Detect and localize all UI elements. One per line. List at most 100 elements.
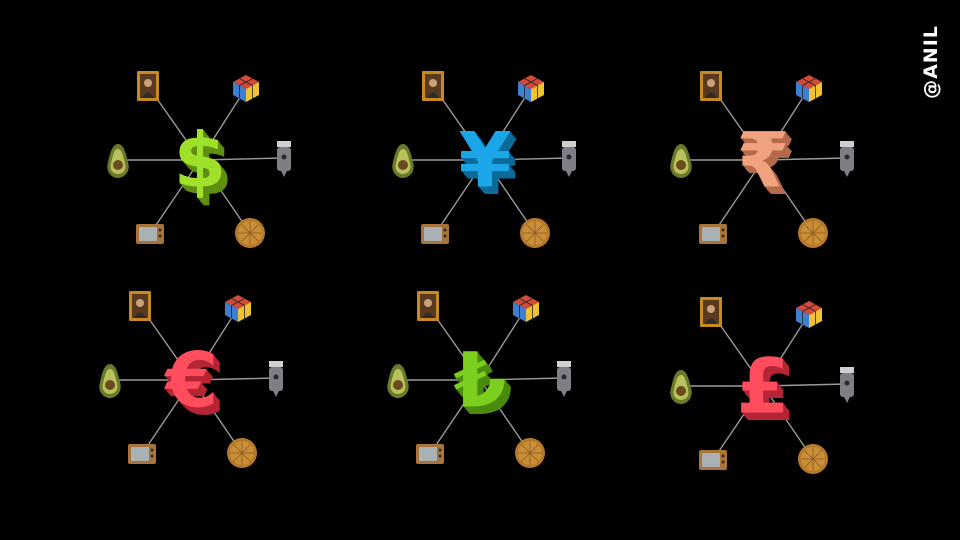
connector-line-cube [762, 87, 810, 161]
television-icon [128, 444, 156, 464]
pizza-icon [798, 444, 828, 474]
svg-text:₺: ₺ [459, 342, 512, 431]
svg-text:€: € [168, 341, 223, 430]
watermark-handle: @ANIL [920, 25, 942, 99]
svg-text:£: £ [737, 343, 790, 432]
connector-line-grinder [199, 157, 285, 161]
svg-text:€: € [170, 343, 225, 432]
avocado-icon [387, 364, 409, 398]
connector-line-cube [479, 307, 527, 381]
television-icon [416, 444, 444, 464]
cluster-graphic: ₹₹₹₹₹₹₹₹ [670, 71, 854, 248]
puzzle-cube-icon [796, 301, 822, 328]
puzzle-cube-icon [518, 75, 544, 102]
svg-text:₺: ₺ [460, 343, 513, 432]
avocado-icon [392, 144, 414, 178]
svg-text:$: $ [180, 123, 233, 212]
connector-line-grinder [762, 383, 848, 387]
svg-text:¥: ¥ [459, 117, 512, 206]
svg-text:€: € [167, 340, 222, 429]
framed-portrait-icon [422, 71, 444, 101]
puzzle-cube-icon [233, 75, 259, 102]
avocado-icon [670, 370, 692, 404]
hair-clipper-icon [562, 141, 576, 177]
connector-line-tv [712, 159, 764, 235]
svg-text:£: £ [739, 345, 792, 434]
rupee-symbol-icon: ₹₹₹₹₹₹₹₹ [737, 116, 796, 213]
svg-text:£: £ [740, 346, 793, 435]
connector-line-tv [434, 159, 486, 235]
svg-text:₹: ₹ [742, 122, 795, 211]
television-icon [136, 224, 164, 244]
svg-text:₺: ₺ [457, 340, 510, 429]
svg-text:$: $ [179, 122, 232, 211]
svg-text:₹: ₹ [737, 116, 790, 205]
puzzle-cube-icon [225, 295, 251, 322]
cluster-graphic: ££££££££ [670, 297, 854, 474]
svg-text:£: £ [742, 348, 795, 437]
pizza-icon [798, 218, 828, 248]
svg-text:₹: ₹ [740, 120, 793, 209]
svg-text:£: £ [741, 347, 794, 436]
connector-line-grinder [762, 157, 848, 161]
pizza-icon [235, 218, 265, 248]
connector-line-grinder [484, 157, 570, 161]
currency-cluster-euro: €€€€€€€€ [92, 280, 292, 480]
cluster-graphic: $$$$$$$$ [107, 71, 291, 248]
connector-line-cube [199, 87, 247, 161]
svg-text:₹: ₹ [737, 117, 790, 206]
svg-text:₹: ₹ [743, 123, 796, 212]
television-icon [699, 450, 727, 470]
svg-text:¥: ¥ [460, 118, 513, 207]
puzzle-cube-icon [513, 295, 539, 322]
framed-portrait-icon [700, 71, 722, 101]
connector-line-grinder [191, 377, 277, 381]
svg-text:₹: ₹ [739, 119, 792, 208]
svg-text:₺: ₺ [458, 341, 511, 430]
currency-cluster-pound: ££££££££ [663, 286, 863, 486]
television-icon [699, 224, 727, 244]
pound-symbol-icon: ££££££££ [737, 342, 796, 439]
cluster-graphic: ₺₺₺₺₺₺₺₺ [387, 291, 571, 468]
svg-text:€: € [166, 339, 221, 428]
currency-cluster-yen: ¥¥¥¥¥¥¥¥ [385, 60, 585, 260]
currency-cluster-lira: ₺₺₺₺₺₺₺₺ [380, 280, 580, 480]
svg-text:₹: ₹ [741, 121, 794, 210]
svg-text:₺: ₺ [456, 339, 509, 428]
svg-text:₺: ₺ [454, 336, 507, 425]
dollar-symbol-icon: $$$$$$$$ [174, 116, 233, 213]
connector-line-cube [484, 87, 532, 161]
avocado-icon [670, 144, 692, 178]
puzzle-cube-icon [796, 75, 822, 102]
svg-text:$: $ [174, 116, 227, 205]
framed-portrait-icon [137, 71, 159, 101]
currency-cluster-rupee: ₹₹₹₹₹₹₹₹ [663, 60, 863, 260]
svg-text:€: € [165, 338, 220, 427]
avocado-icon [107, 144, 129, 178]
avocado-icon [99, 364, 121, 398]
svg-text:$: $ [175, 118, 228, 207]
euro-symbol-icon: €€€€€€€€ [164, 336, 225, 433]
svg-text:¥: ¥ [462, 120, 515, 209]
svg-text:$: $ [174, 117, 227, 206]
svg-text:$: $ [177, 120, 230, 209]
connector-line-tv [712, 385, 764, 461]
television-icon [421, 224, 449, 244]
hair-clipper-icon [557, 361, 571, 397]
svg-text:¥: ¥ [464, 122, 517, 211]
connector-line-tv [429, 379, 481, 455]
svg-text:$: $ [178, 121, 231, 210]
svg-text:₺: ₺ [455, 338, 508, 427]
connector-line-cube [762, 313, 810, 387]
hair-clipper-icon [277, 141, 291, 177]
yen-symbol-icon: ¥¥¥¥¥¥¥¥ [459, 116, 518, 213]
hair-clipper-icon [269, 361, 283, 397]
pizza-icon [520, 218, 550, 248]
cluster-graphic: ¥¥¥¥¥¥¥¥ [392, 71, 576, 248]
svg-text:£: £ [737, 342, 790, 431]
svg-text:$: $ [176, 119, 229, 208]
lira-symbol-icon: ₺₺₺₺₺₺₺₺ [454, 336, 513, 433]
framed-portrait-icon [129, 291, 151, 321]
connector-line-tv [141, 379, 193, 455]
hair-clipper-icon [840, 141, 854, 177]
